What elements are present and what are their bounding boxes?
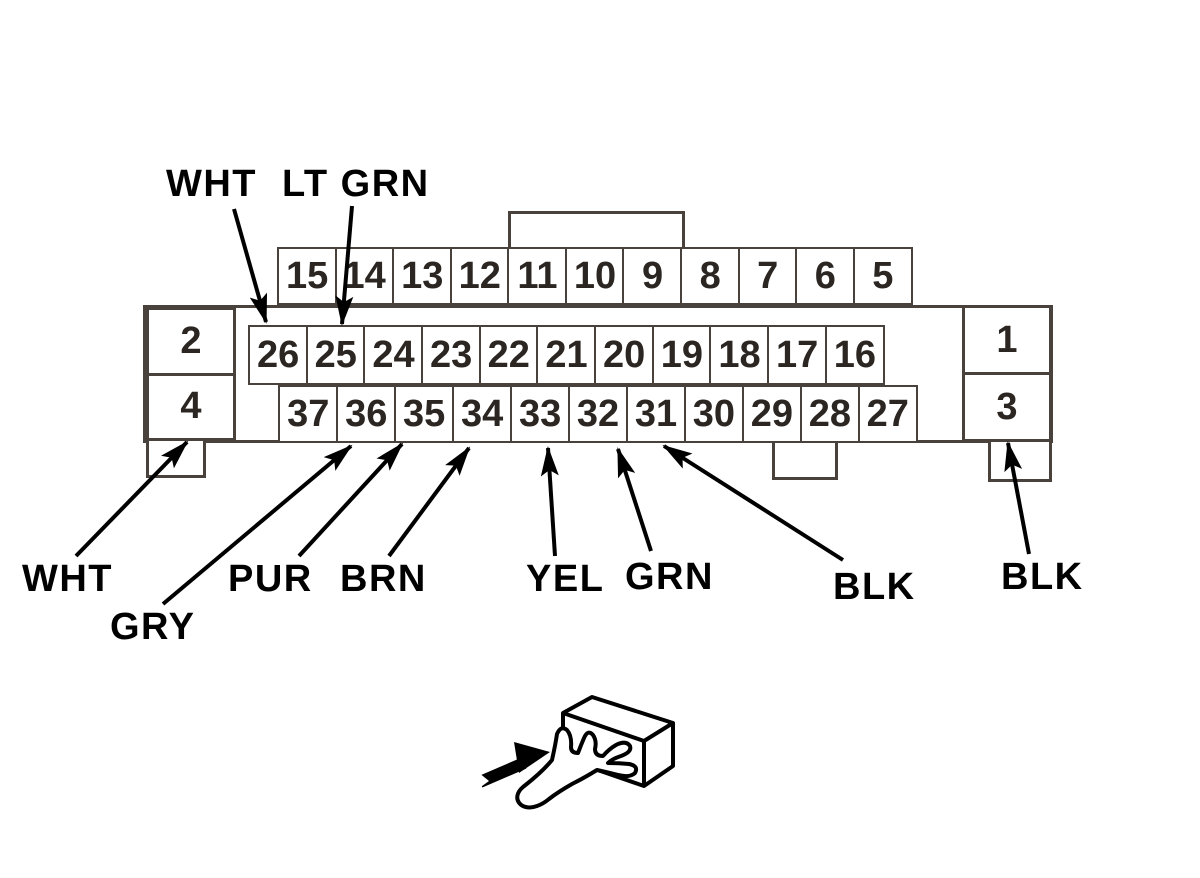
pin-cell-16: 16 (824, 325, 885, 385)
pin-cell-18: 18 (709, 325, 770, 385)
pin-cell-4: 4 (146, 372, 236, 441)
icon-hand (515, 726, 639, 810)
pin-cell-22: 22 (478, 325, 539, 385)
pin-cell-31: 31 (625, 385, 687, 443)
wire-label-blk-pin3: BLK (1001, 556, 1084, 598)
pin-cell-5: 5 (852, 247, 913, 305)
pin-cell-8: 8 (680, 247, 741, 305)
arrow-yel-to-pin33 (540, 446, 559, 557)
pin-cell-9: 9 (622, 247, 683, 305)
wire-label-wht-pin4: WHT (22, 558, 114, 600)
pin-cell-35: 35 (393, 385, 455, 443)
wire-label-grn-pin32: GRN (625, 556, 714, 598)
pin-cell-34: 34 (451, 385, 513, 443)
pin-cell-11: 11 (507, 247, 568, 305)
pin-cell-6: 6 (795, 247, 856, 305)
pin-cell-1: 1 (962, 305, 1052, 375)
pin-cell-26: 26 (248, 325, 309, 385)
connector-bottom-tab-left (146, 441, 206, 478)
wire-label-brn-pin34: BRN (340, 558, 427, 600)
right-pin-column: 1 3 (962, 305, 1052, 442)
wire-label-gry-pin36: GRY (110, 606, 196, 648)
pin-row-middle: 26 25 24 23 22 21 20 19 18 17 16 (248, 325, 885, 385)
wire-label-ltgrn-pin25: LT GRN (282, 163, 430, 205)
pin-cell-33: 33 (509, 385, 571, 443)
connector-harness-view-icon (471, 695, 675, 810)
pin-cell-15: 15 (277, 247, 338, 305)
pin-row-bottom: 37 36 35 34 33 32 31 30 29 28 27 (278, 385, 919, 443)
icon-connector-box-edges (562, 711, 675, 786)
arrow-grn-to-pin32 (616, 447, 653, 552)
left-pin-column: 2 4 (146, 307, 236, 441)
pin-cell-10: 10 (564, 247, 626, 305)
connector-bottom-tab-right (988, 441, 1052, 482)
pin-cell-28: 28 (799, 385, 861, 443)
pin-cell-13: 13 (392, 247, 453, 305)
pin-row-top: 15 14 13 12 11 10 9 8 7 6 5 (277, 247, 913, 305)
pin-cell-24: 24 (363, 325, 424, 385)
pin-cell-37: 37 (278, 385, 339, 443)
pin-cell-36: 36 (335, 385, 397, 443)
pin-cell-29: 29 (741, 385, 803, 443)
pin-cell-19: 19 (651, 325, 712, 385)
wire-label-yel-pin33: YEL (526, 558, 605, 600)
connector-top-tab (508, 211, 685, 250)
pin-cell-20: 20 (594, 325, 655, 385)
connector-bottom-tab-middle (772, 441, 838, 480)
pin-cell-23: 23 (421, 325, 482, 385)
wire-label-blk-pin31: BLK (833, 566, 916, 608)
icon-connector-box (561, 695, 675, 788)
pin-cell-30: 30 (683, 385, 745, 443)
pin-cell-2: 2 (146, 307, 236, 376)
pin-cell-32: 32 (567, 385, 629, 443)
wire-label-pur-pin35: PUR (228, 558, 313, 600)
pin-cell-21: 21 (536, 325, 597, 385)
arrow-pur-to-pin35 (297, 442, 404, 558)
pin-cell-25: 25 (305, 325, 366, 385)
wire-label-wht-pin26: WHT (166, 163, 258, 205)
pin-cell-27: 27 (857, 385, 919, 443)
arrow-brn-to-pin34 (387, 446, 471, 558)
pin-cell-17: 17 (767, 325, 828, 385)
pin-cell-7: 7 (737, 247, 798, 305)
pin-cell-14: 14 (334, 247, 395, 305)
pin-cell-3: 3 (962, 372, 1052, 442)
pin-cell-12: 12 (449, 247, 510, 305)
icon-direction-arrow (471, 742, 550, 794)
